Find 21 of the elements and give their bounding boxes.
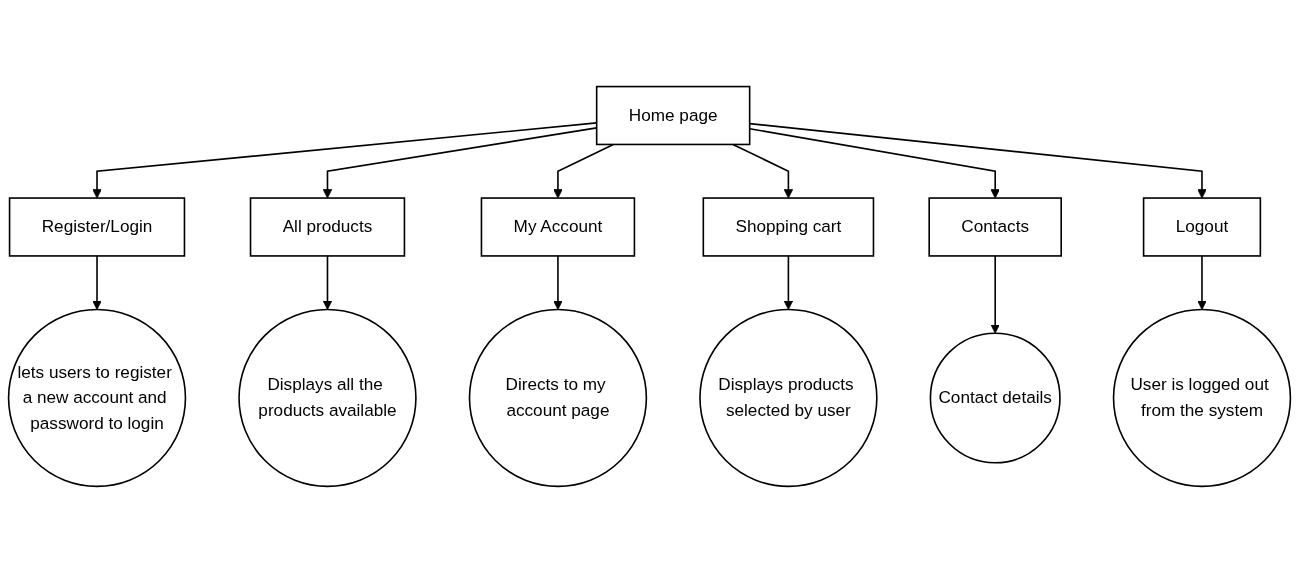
node-circle: Displays products selected by user — [699, 308, 878, 487]
node-box: My Account — [480, 196, 636, 257]
node-box: Shopping cart — [702, 196, 875, 257]
arrow — [1197, 254, 1207, 310]
arrow — [92, 254, 102, 310]
node-circle: Directs to my account page — [468, 308, 648, 487]
arrow — [553, 254, 563, 310]
arrow — [553, 143, 615, 198]
node-box: All products — [249, 196, 406, 257]
node-box: Logout — [1142, 196, 1262, 257]
node-circle: Displays all the products available — [238, 308, 417, 487]
arrow — [990, 254, 1000, 334]
node-circle: lets users to register a new account and password to login — [7, 308, 187, 487]
node-box: Register/Login — [8, 196, 186, 257]
arrow — [732, 143, 794, 198]
node-box: Contacts — [928, 196, 1062, 257]
node-circle: User is logged out from the system — [1112, 308, 1292, 487]
node-box: Home page — [595, 85, 751, 145]
arrow — [322, 254, 333, 310]
arrow — [783, 254, 794, 310]
node-circle: Contact details — [929, 331, 1061, 464]
